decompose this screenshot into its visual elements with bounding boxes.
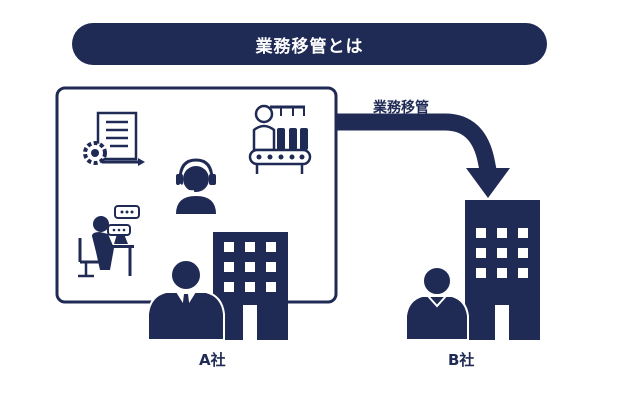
title-text: 業務移管とは [255,36,364,57]
company-a-label: A社 [199,351,226,369]
building-b-icon [465,200,540,340]
building-a-icon [213,232,288,340]
businessman-a-icon [147,259,225,341]
desk-worker-chat-icon [78,205,140,278]
arrow-label: 業務移管 [373,100,429,116]
headset-operator-icon [176,158,216,214]
company-b-label: B社 [448,351,475,369]
person-b-icon [405,266,469,341]
factory-conveyor-icon [248,104,312,174]
transfer-arrow-icon [336,113,510,198]
title-banner: 業務移管とは [72,23,547,65]
document-gear-icon [83,111,145,166]
